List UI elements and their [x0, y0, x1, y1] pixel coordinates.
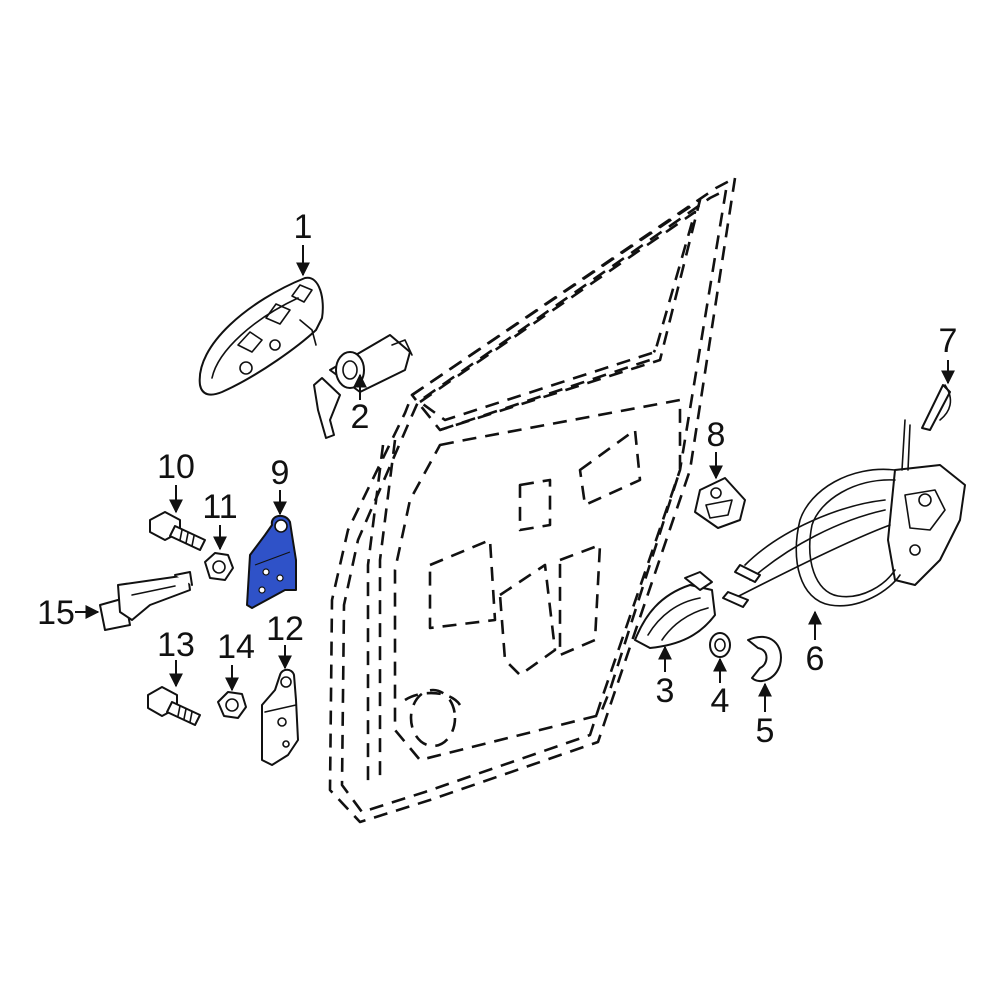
lower-door-hinge [261, 668, 299, 766]
outside-door-handle [198, 276, 324, 396]
callout-15: 15 [37, 594, 75, 632]
callout-6: 6 [806, 640, 825, 678]
inside-door-handle [634, 571, 716, 649]
callout-8: 8 [707, 416, 726, 454]
grommet [709, 632, 731, 658]
callout-4: 4 [711, 682, 730, 720]
striker [694, 477, 746, 529]
callout-12: 12 [266, 610, 304, 648]
callout-1: 1 [294, 208, 313, 246]
nut-11 [204, 552, 234, 581]
lock-rod [921, 384, 952, 431]
callout-14: 14 [217, 628, 255, 666]
callout-3: 3 [656, 672, 675, 710]
callout-9: 9 [271, 454, 290, 492]
door-check-strap [99, 571, 193, 631]
callout-2: 2 [351, 398, 370, 436]
callout-5: 5 [756, 712, 775, 750]
callout-7: 7 [939, 322, 958, 360]
bolt-13 [147, 686, 201, 726]
callout-leaders [75, 245, 955, 712]
callout-11: 11 [202, 488, 237, 526]
bolt-10 [149, 511, 206, 551]
door-frame-outline [328, 176, 737, 824]
callout-10: 10 [157, 448, 195, 486]
callout-labels: 1 2 3 4 5 6 7 8 9 10 11 12 13 14 15 [37, 208, 957, 750]
bezel-cover [747, 635, 782, 683]
nut-14 [217, 691, 247, 719]
upper-door-hinge [246, 514, 297, 609]
callout-13: 13 [157, 626, 195, 664]
door-latch-actuator [722, 419, 966, 608]
